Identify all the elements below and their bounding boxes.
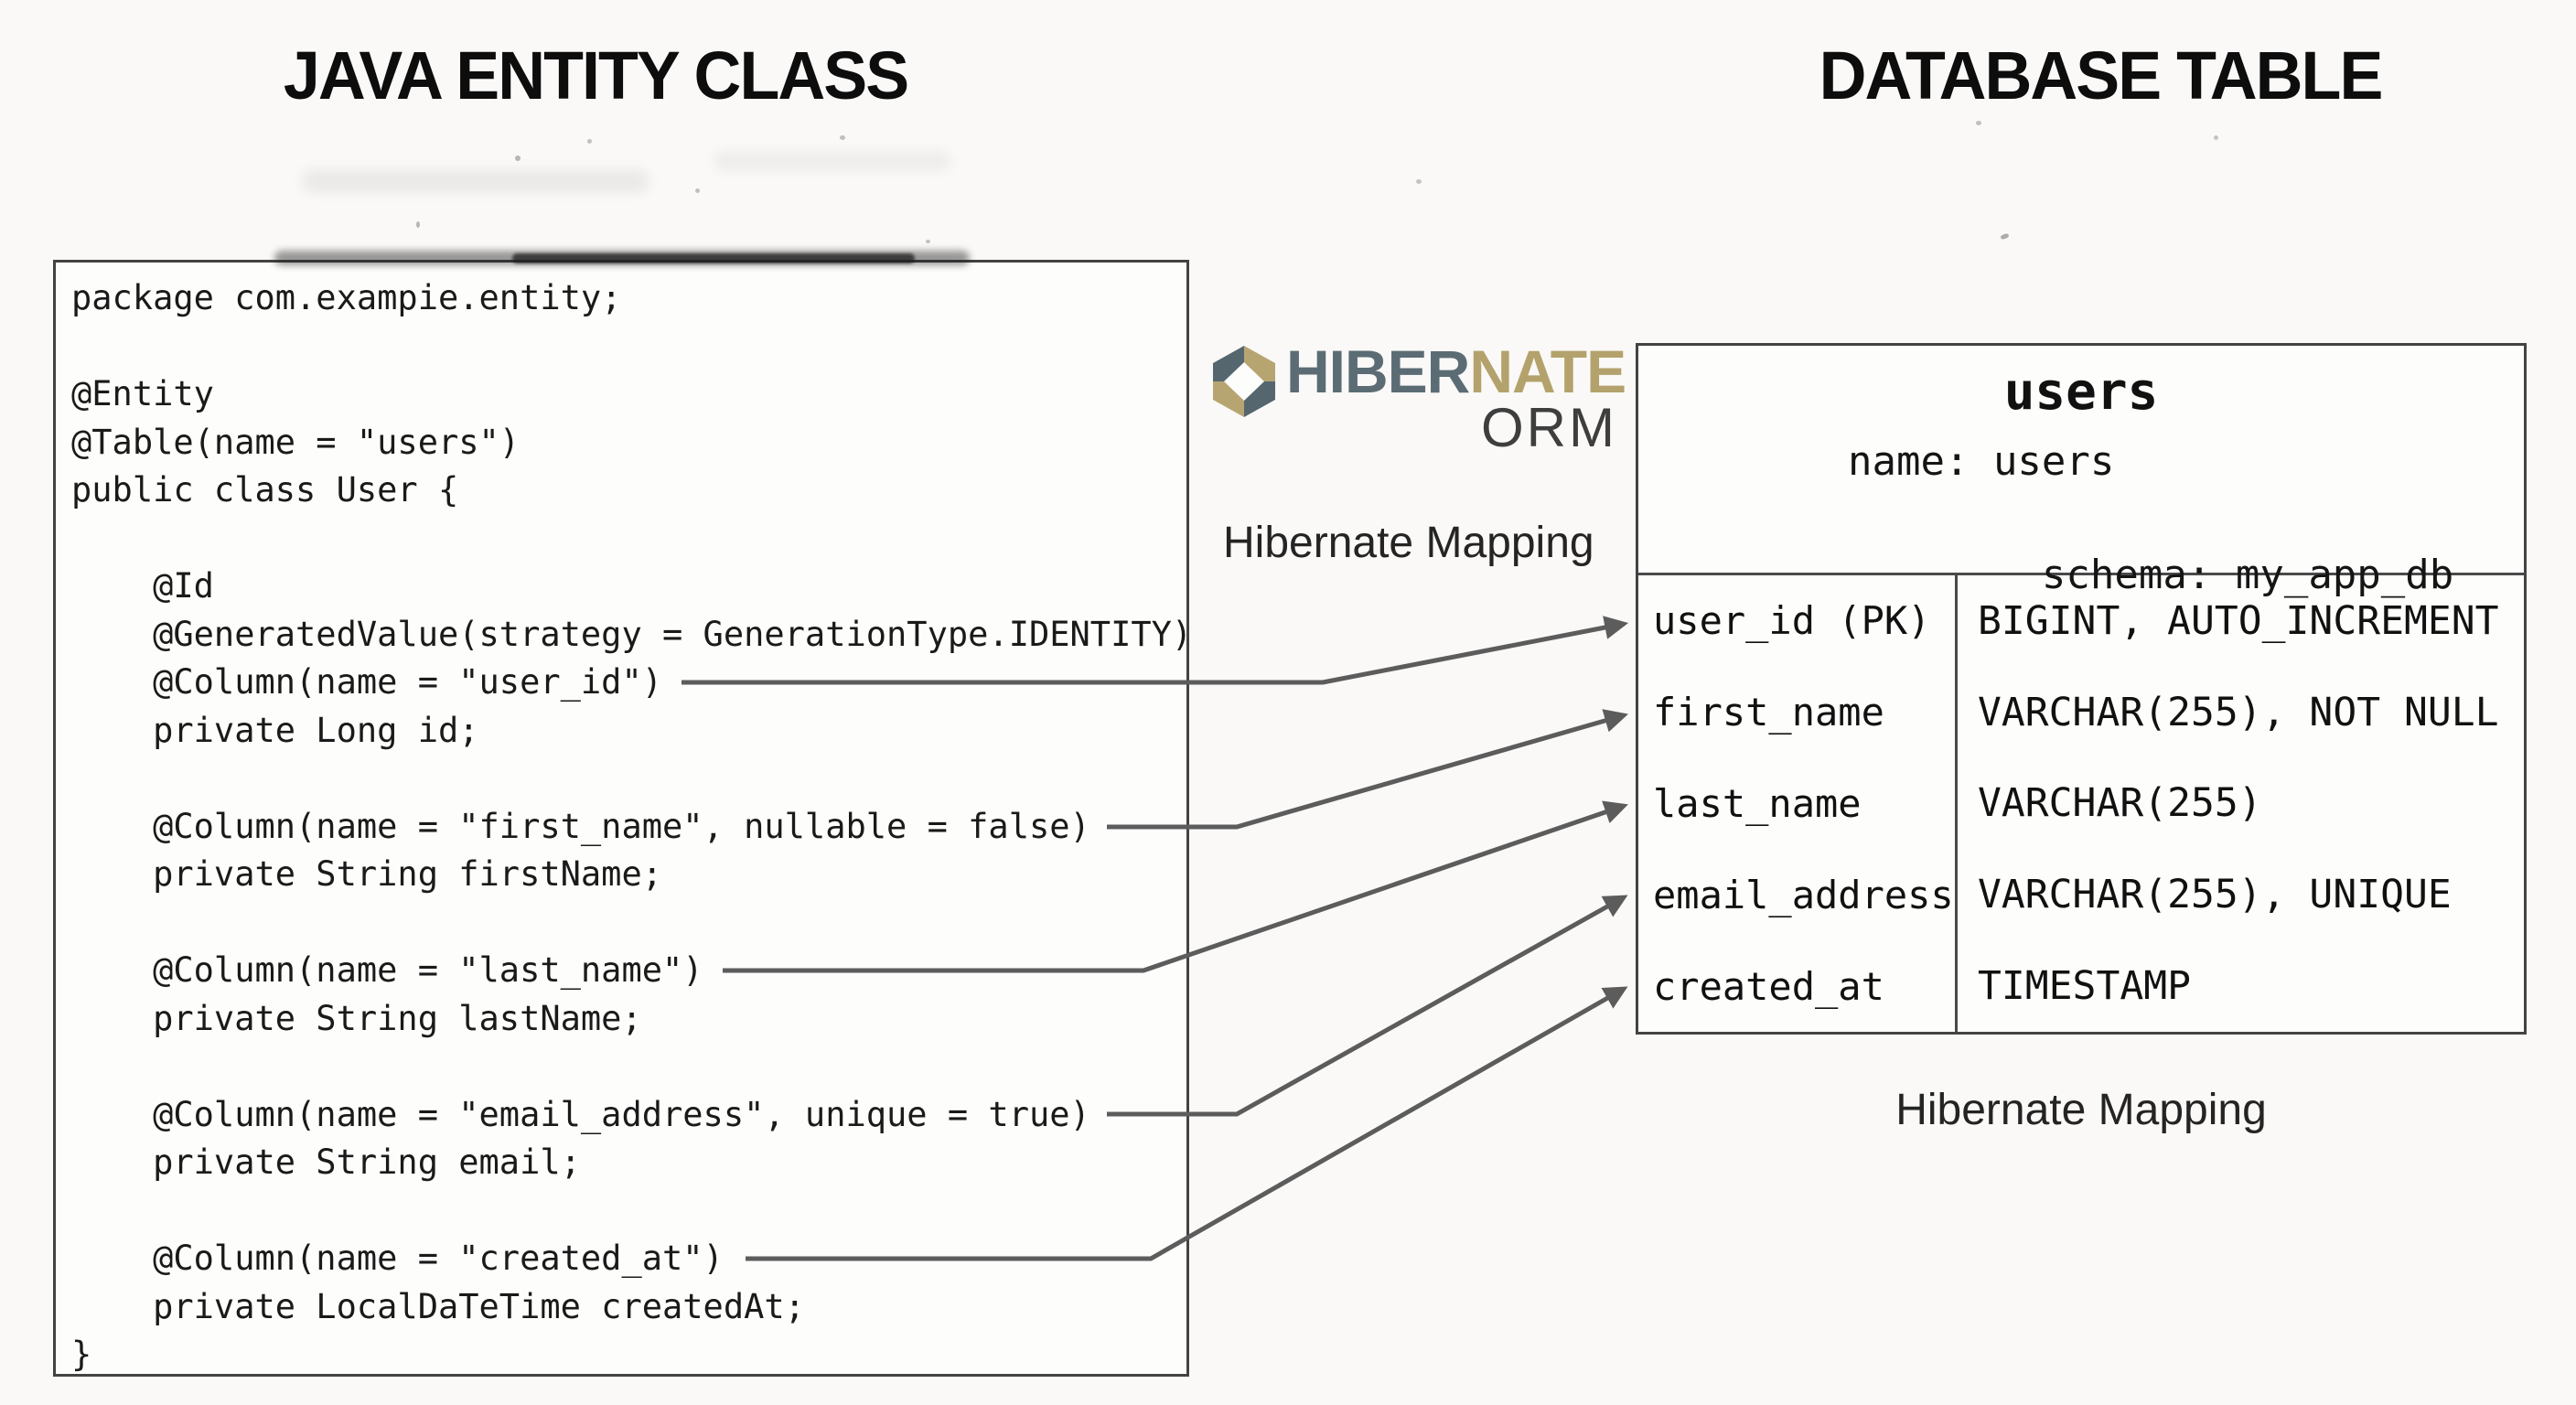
code-line: @Id [71,566,214,606]
code-line: public class User { [71,470,459,509]
code-line [71,323,1192,371]
scan-artifact [1416,179,1422,184]
table-schema-meta: schema: my_app_db [2041,552,2454,598]
table-caption: Hibernate Mapping [1895,1086,2267,1134]
code-line: @Column(name = "first_name", nullable = … [71,806,1090,846]
code-line: @GeneratedValue(strategy = GenerationTyp… [71,614,1193,654]
scan-artifact [302,169,649,193]
code-line: private LocalDaTeTime createdAt; [71,1286,805,1326]
scan-artifact [926,240,930,243]
code-line: package com.exampie.entity; [71,278,622,317]
column-type-cell: VARCHAR(255), UNIQUE [1978,872,2452,918]
column-type-cell: BIGINT, AUTO_INCREMENT [1978,597,2499,644]
scan-artifact [695,188,700,193]
table-row: email_address VARCHAR(255), UNIQUE [1638,849,2524,941]
database-table-panel: users name: users schema: my_app_db user… [1636,343,2527,1035]
scan-artifact [1976,121,1981,125]
column-name-cell: created_at [1638,940,1958,1032]
code-line: @Column(name = "email_address", unique =… [71,1094,1090,1134]
table-rows: user_id (PK) BIGINT, AUTO_INCREMENT firs… [1638,575,2524,1032]
scan-artifact [840,135,845,140]
table-row: created_at TIMESTAMP [1638,940,2524,1032]
code-line [71,755,1192,803]
table-row: user_id (PK) BIGINT, AUTO_INCREMENT [1638,575,2524,667]
scan-artifact [2214,135,2218,140]
code-line: private Long id; [71,710,479,750]
code-line: @Column(name = "user_id") [71,662,663,702]
table-name-meta: name: users [1848,438,2115,485]
column-name-cell: email_address [1638,849,1958,941]
column-name-cell: last_name [1638,757,1958,850]
hibernate-hexagon-icon [1213,346,1275,417]
code-line: private String lastName; [71,998,642,1038]
java-entity-class-title: JAVA ENTITY CLASS [283,38,909,113]
column-name-cell: user_id (PK) [1638,575,1958,667]
hibernate-wordmark-accent: NATE [1469,338,1626,405]
code-line [71,1187,1192,1236]
scan-artifact [2000,232,2010,241]
column-type-cell: TIMESTAMP [1978,963,2191,1010]
code-line: } [71,1335,92,1374]
column-name-cell: first_name [1638,666,1958,758]
table-row: first_name VARCHAR(255), NOT NULL [1638,666,2524,758]
scan-artifact [512,253,915,263]
code-line: @Entity [71,374,214,413]
hibernate-wordmark: HIBERNATE [1286,341,1626,402]
table-meta: name: users schema: my_app_db [1848,434,2453,604]
code-line: @Column(name = "last_name") [71,950,703,990]
code-line [71,899,1192,948]
database-table-title: DATABASE TABLE [1819,38,2384,113]
scan-artifact [515,156,521,161]
hibernate-orm-label: ORM [1481,397,1617,458]
code-line [71,515,1192,563]
code-line: @Column(name = "created_at") [71,1239,724,1278]
scan-artifact [416,221,420,228]
table-title: users [2003,362,2159,422]
code-line: private String email; [71,1142,581,1182]
java-code: package com.exampie.entity; @Entity @Tab… [71,274,1192,1379]
table-header: users name: users schema: my_app_db [1638,346,2524,598]
hibernate-wordmark-primary: HIBER [1286,338,1470,405]
scan-artifact [714,151,951,171]
hibernate-mapping-label: Hibernate Mapping [1223,519,1594,567]
code-line: private String firstName; [71,854,663,894]
column-type-cell: VARCHAR(255), NOT NULL [1978,689,2499,735]
scan-artifact [587,139,592,144]
code-line: @Table(name = "users") [71,422,521,462]
code-line [71,1043,1192,1091]
column-type-cell: VARCHAR(255) [1978,780,2262,827]
table-row: last_name VARCHAR(255) [1638,757,2524,850]
